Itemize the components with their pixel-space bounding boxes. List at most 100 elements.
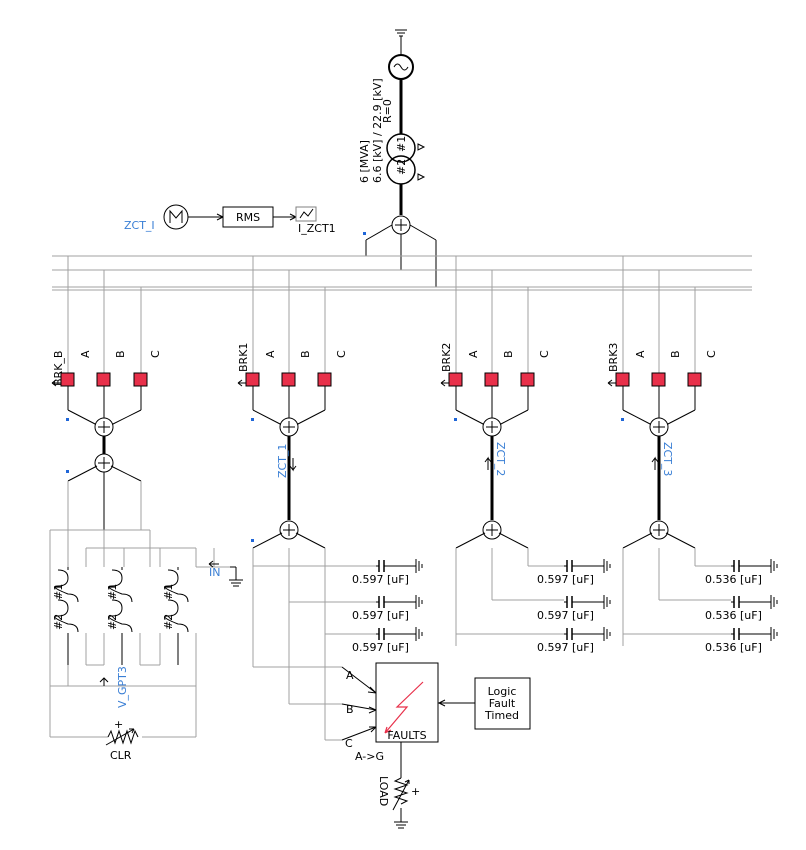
breaker-column-brk1: BRK1 A B C ZCT_1 bbox=[237, 256, 348, 549]
fault-input-a: A bbox=[346, 669, 354, 682]
clr-resistor[interactable]: + CLR bbox=[105, 718, 139, 762]
gpt-winding1-label: #1 bbox=[162, 584, 175, 600]
breaker-b[interactable] bbox=[484, 372, 499, 387]
breaker-c[interactable] bbox=[520, 372, 535, 387]
neutral-meter-label: IN bbox=[209, 566, 220, 579]
gpt-bank: #1 #2 #1 #2 #1 #2 bbox=[49, 481, 230, 738]
capacitor-value-label: 0.597 [uF] bbox=[352, 573, 409, 586]
capacitor[interactable] bbox=[564, 627, 611, 641]
breaker-name: BRK3 bbox=[607, 343, 620, 372]
ammeter-icon[interactable] bbox=[163, 204, 189, 230]
selection-marker bbox=[251, 418, 254, 421]
breaker-a[interactable] bbox=[245, 372, 260, 387]
capacitor-value-label: 0.597 [uF] bbox=[537, 609, 594, 622]
zct-sensor-label: ZCT_3 bbox=[661, 442, 674, 476]
zct-input-signal-label: ZCT_I bbox=[124, 219, 155, 232]
rms-block-label: RMS bbox=[236, 211, 260, 224]
fault-type-label: A->G bbox=[355, 750, 384, 763]
capacitor-value-label: 0.597 [uF] bbox=[352, 609, 409, 622]
gpt-winding1-label: #1 bbox=[52, 584, 65, 600]
ac-voltage-source[interactable] bbox=[388, 54, 414, 80]
feeder2-wiring bbox=[455, 548, 564, 646]
meter-output-icon[interactable] bbox=[295, 206, 317, 222]
breaker-b[interactable] bbox=[96, 372, 111, 387]
breaker-column-brk2: BRK2 A B C ZCT_2 bbox=[440, 256, 551, 549]
arrow-icon bbox=[289, 458, 297, 472]
breaker-a[interactable] bbox=[448, 372, 463, 387]
delta-marker-icon bbox=[417, 143, 426, 151]
arrow-icon bbox=[651, 456, 659, 470]
fault-block-group: A B C FAULTS A->G Logic Fault Timed bbox=[341, 662, 531, 778]
capacitor-value-label: 0.597 [uF] bbox=[537, 641, 594, 654]
transformer-winding2-label: #2 bbox=[395, 159, 408, 175]
transformer-voltage-label: 6.6 [kV] / 22.9 [kV] bbox=[371, 78, 384, 183]
main-bus-splitter[interactable] bbox=[365, 215, 437, 287]
feeder3-wiring bbox=[622, 548, 731, 646]
phase-b-label: B bbox=[669, 350, 682, 358]
arrow-icon bbox=[208, 560, 219, 568]
phase-b-label: B bbox=[114, 350, 127, 358]
capacitor[interactable] bbox=[731, 627, 778, 641]
gpt-winding2-label: #2 bbox=[162, 614, 175, 630]
breaker-column-brk3: BRK3 A B C ZCT_3 bbox=[607, 256, 718, 549]
main-bus bbox=[52, 255, 752, 291]
gpt-transformer-b[interactable]: #1 #2 bbox=[106, 567, 133, 665]
capacitor[interactable] bbox=[376, 595, 423, 609]
phase-a-label: A bbox=[79, 350, 92, 358]
load-label: LOAD bbox=[377, 776, 390, 806]
breaker-column-brk-b: BRK_B A B C bbox=[51, 256, 162, 530]
svg-text:+: + bbox=[114, 718, 123, 731]
phase-a-label: A bbox=[264, 350, 277, 358]
capacitor[interactable] bbox=[376, 627, 423, 641]
phase-a-label: A bbox=[467, 350, 480, 358]
svg-text:+: + bbox=[411, 785, 420, 798]
selection-marker bbox=[363, 232, 366, 235]
phase-b-label: B bbox=[299, 350, 312, 358]
breaker-c[interactable] bbox=[133, 372, 148, 387]
breaker-a[interactable] bbox=[615, 372, 630, 387]
logic-label-line1: Logic bbox=[488, 685, 517, 698]
capacitor-value-label: 0.536 [uF] bbox=[705, 609, 762, 622]
arrow-icon bbox=[484, 456, 492, 470]
capacitor-banks: 0.597 [uF] 0.597 [uF] 0.597 [uF] 0.597 [uF]… bbox=[352, 559, 778, 654]
phase-c-label: C bbox=[538, 350, 551, 358]
load-resistor[interactable]: + LOAD bbox=[377, 776, 420, 829]
selection-marker bbox=[251, 539, 254, 542]
gpt-winding1-label: #1 bbox=[106, 584, 119, 600]
capacitor-value-label: 0.597 [uF] bbox=[537, 573, 594, 586]
capacitor[interactable] bbox=[731, 559, 778, 573]
v-gpt3-label: V_GPT3 bbox=[116, 666, 129, 708]
power-transformer[interactable]: #1 #2 bbox=[386, 133, 426, 185]
breaker-c[interactable] bbox=[317, 372, 332, 387]
transformer-winding1-label: #1 bbox=[395, 136, 408, 152]
arrow-icon bbox=[51, 379, 61, 387]
breaker-c[interactable] bbox=[687, 372, 702, 387]
v-gpt3-signal: V_GPT3 bbox=[99, 666, 129, 708]
capacitor[interactable] bbox=[731, 595, 778, 609]
selection-marker bbox=[454, 418, 457, 421]
neutral-current-meter[interactable]: IN bbox=[208, 560, 243, 587]
selection-marker bbox=[66, 418, 69, 421]
gpt-transformer-a[interactable]: #1 #2 bbox=[52, 567, 79, 665]
capacitor[interactable] bbox=[376, 559, 423, 573]
breaker-a[interactable] bbox=[60, 372, 75, 387]
capacitor[interactable] bbox=[564, 595, 611, 609]
fault-lightning-icon bbox=[384, 681, 424, 734]
gpt-winding2-label: #2 bbox=[106, 614, 119, 630]
source-resistance-label: R=0 bbox=[381, 99, 394, 123]
gpt-transformer-c[interactable]: #1 #2 bbox=[162, 567, 189, 665]
logic-fault-timed-block[interactable] bbox=[474, 677, 531, 730]
capacitor[interactable] bbox=[564, 559, 611, 573]
phase-c-label: C bbox=[149, 350, 162, 358]
zct-sensor-label: ZCT_2 bbox=[494, 442, 507, 476]
capacitor-value-label: 0.536 [uF] bbox=[705, 573, 762, 586]
breaker-b[interactable] bbox=[281, 372, 296, 387]
measurement-chain: ZCT_I RMS I_ZCT1 bbox=[124, 204, 336, 235]
breaker-b[interactable] bbox=[651, 372, 666, 387]
breaker-name: BRK1 bbox=[237, 343, 250, 372]
delta-marker-icon bbox=[417, 173, 426, 181]
phase-c-label: C bbox=[335, 350, 348, 358]
selection-marker bbox=[66, 470, 69, 473]
ground-symbol-source bbox=[395, 29, 407, 55]
